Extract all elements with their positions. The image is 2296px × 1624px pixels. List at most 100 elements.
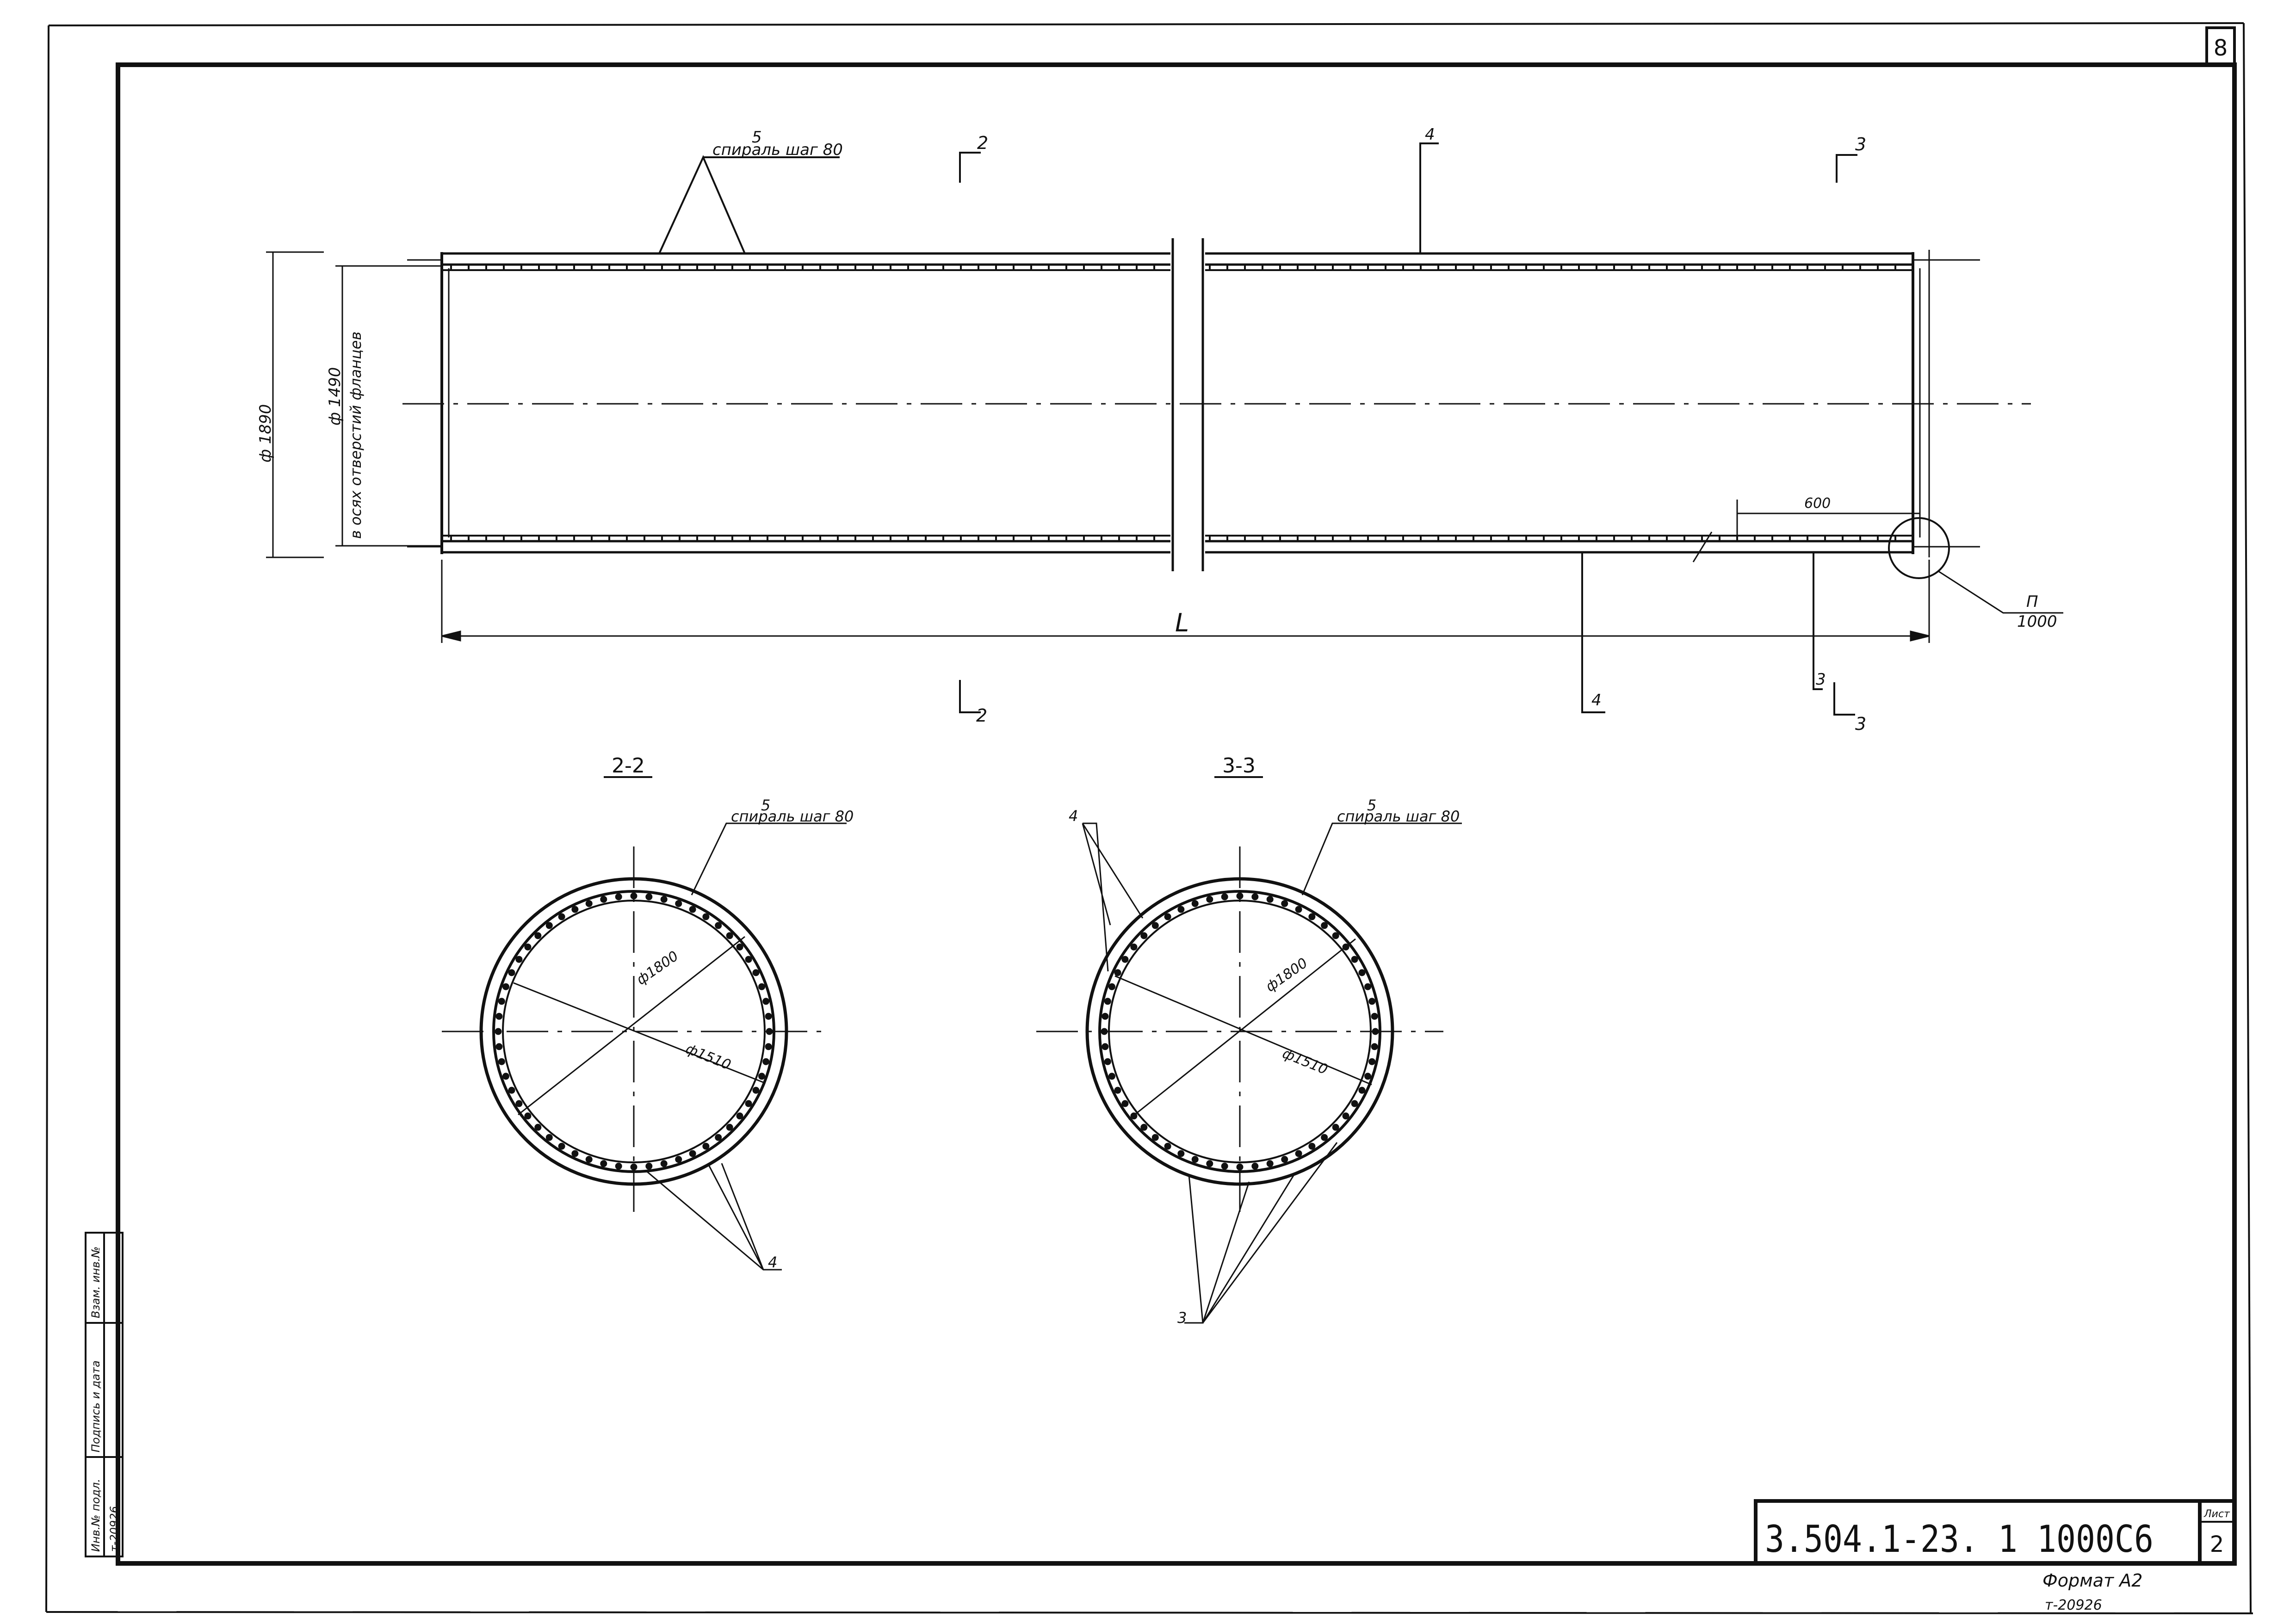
inventory-code: т-20926 — [2045, 1597, 2102, 1613]
spiral-dot — [715, 1134, 722, 1141]
spiral-dot — [558, 913, 565, 920]
spiral-dot — [1114, 969, 1121, 976]
spiral-dot — [766, 1028, 773, 1035]
section-3-3-spiral-ticks — [1101, 892, 1379, 1171]
spiral-dot — [515, 1100, 523, 1107]
spiral-dot — [1121, 956, 1129, 963]
spiral-dot — [645, 1162, 653, 1170]
dimension-lines — [266, 251, 1930, 643]
spiral-dot — [1332, 1124, 1339, 1131]
section-2-2-leader-bottom-num: 4 — [768, 1254, 777, 1271]
section-3-3-title: 3-3 — [1222, 754, 1256, 778]
spiral-dot — [1358, 969, 1366, 976]
section-mark-bottom-3: 3 — [1855, 714, 1866, 734]
spiral-dot — [571, 1150, 579, 1157]
spiral-dot — [1364, 983, 1372, 990]
spiral-dot — [1368, 1058, 1376, 1065]
leader-4-top-number: 4 — [1425, 125, 1435, 144]
dim-inner-note: в осях отверстий фланцев — [347, 332, 365, 539]
side-stamp-col1-value: т-20926 — [108, 1506, 121, 1552]
spiral-dot — [726, 1124, 733, 1131]
spiral-dot — [1351, 956, 1358, 963]
section-3-3-leader-text: спираль шаг 80 — [1337, 808, 1460, 825]
section-2-2 — [442, 776, 847, 1271]
dim-inner-diameter: ф 1490 — [326, 367, 344, 426]
section-3-3-leader-num: 5 — [1367, 797, 1376, 814]
section-2-2-spiral-ticks — [495, 892, 773, 1171]
inner-frame — [116, 62, 2237, 1566]
spiral-dot — [1114, 1087, 1121, 1094]
spiral-dot — [630, 1163, 637, 1171]
spiral-dot — [736, 943, 743, 951]
spiral-dot — [1266, 1160, 1274, 1167]
spiral-dot — [545, 922, 553, 929]
spiral-dot — [1104, 1058, 1111, 1065]
section-mark-top-2: 2 — [977, 133, 988, 153]
spiral-dot — [715, 922, 722, 929]
spiral-dot — [1236, 1163, 1244, 1171]
spiral-dot — [1295, 906, 1302, 913]
section-2-2-dim-1800: ф1800 — [634, 948, 682, 988]
leader-3-bottom-number: 3 — [1816, 670, 1826, 689]
format-label: Формат А2 — [2042, 1570, 2142, 1591]
spiral-dot — [689, 1150, 696, 1157]
corner-number-box: 8 — [2205, 26, 2236, 66]
spiral-dot — [1164, 1142, 1171, 1150]
spiral-dot — [498, 1058, 505, 1065]
spiral-dot — [745, 1100, 752, 1107]
spiral-dot — [558, 1142, 565, 1150]
spiral-dot — [726, 932, 733, 939]
section-3-3-leader-bottom-num: 3 — [1177, 1309, 1187, 1327]
spiral-dot — [1371, 1043, 1378, 1050]
spiral-dot — [1342, 943, 1349, 951]
spiral-dot — [1140, 932, 1148, 939]
spiral-dot — [1236, 892, 1244, 900]
spiral-dot — [1151, 922, 1159, 929]
spiral-dot — [630, 892, 637, 900]
spiral-dot — [1266, 895, 1274, 903]
section-2-2-leader-num: 5 — [761, 797, 770, 814]
spiral-dot — [1368, 998, 1376, 1005]
section-2-2-leader-text: спираль шаг 80 — [731, 808, 854, 825]
spiral-dot — [736, 1112, 743, 1120]
spiral-dot — [502, 1073, 509, 1080]
spiral-dot — [534, 932, 542, 939]
spiral-dot — [660, 895, 668, 903]
spiral-dot — [1206, 895, 1213, 903]
section-mark-top-3: 3 — [1855, 134, 1866, 154]
spiral-dot — [675, 1156, 682, 1163]
sheet-label: Лист — [2203, 1508, 2230, 1520]
sheet-number: 2 — [2210, 1531, 2224, 1557]
spiral-dot — [1191, 1156, 1199, 1163]
spiral-dot — [765, 1043, 772, 1050]
spiral-dot — [600, 1160, 607, 1167]
callout-node-number: П — [2026, 593, 2038, 611]
spiral-dot — [702, 1142, 710, 1150]
spiral-dot — [1281, 1156, 1288, 1163]
leader-5-label: спираль шаг 80 — [712, 141, 843, 159]
spiral-dot — [1130, 1112, 1138, 1120]
dim-length-L: L — [1175, 608, 1189, 637]
section-3-3-dim-1510: ф1510 — [1280, 1045, 1330, 1078]
spiral-dot — [508, 1087, 515, 1094]
side-stamp — [85, 1232, 124, 1557]
spiral-dot — [1221, 1162, 1228, 1170]
spiral-dot — [502, 983, 509, 990]
spiral-dot — [545, 1134, 553, 1141]
spiral-dot — [524, 1112, 532, 1120]
spiral-dot — [745, 956, 752, 963]
spiral-dot — [1177, 1150, 1185, 1157]
spiral-dot — [1130, 943, 1138, 951]
section-3-3 — [1036, 776, 1462, 1324]
spiral-dot — [702, 913, 710, 920]
section-2-2-title: 2-2 — [612, 754, 645, 778]
spiral-dot — [585, 900, 593, 907]
spiral-dot — [660, 1160, 668, 1167]
spiral-dot — [1102, 1013, 1109, 1020]
dim-offset-600: 600 — [1804, 495, 1831, 512]
outer-frame — [45, 22, 2253, 1614]
spiral-dot — [495, 1028, 502, 1035]
spiral-dot — [1351, 1100, 1358, 1107]
spiral-dot — [1332, 932, 1339, 939]
spiral-dot — [1140, 1124, 1148, 1131]
